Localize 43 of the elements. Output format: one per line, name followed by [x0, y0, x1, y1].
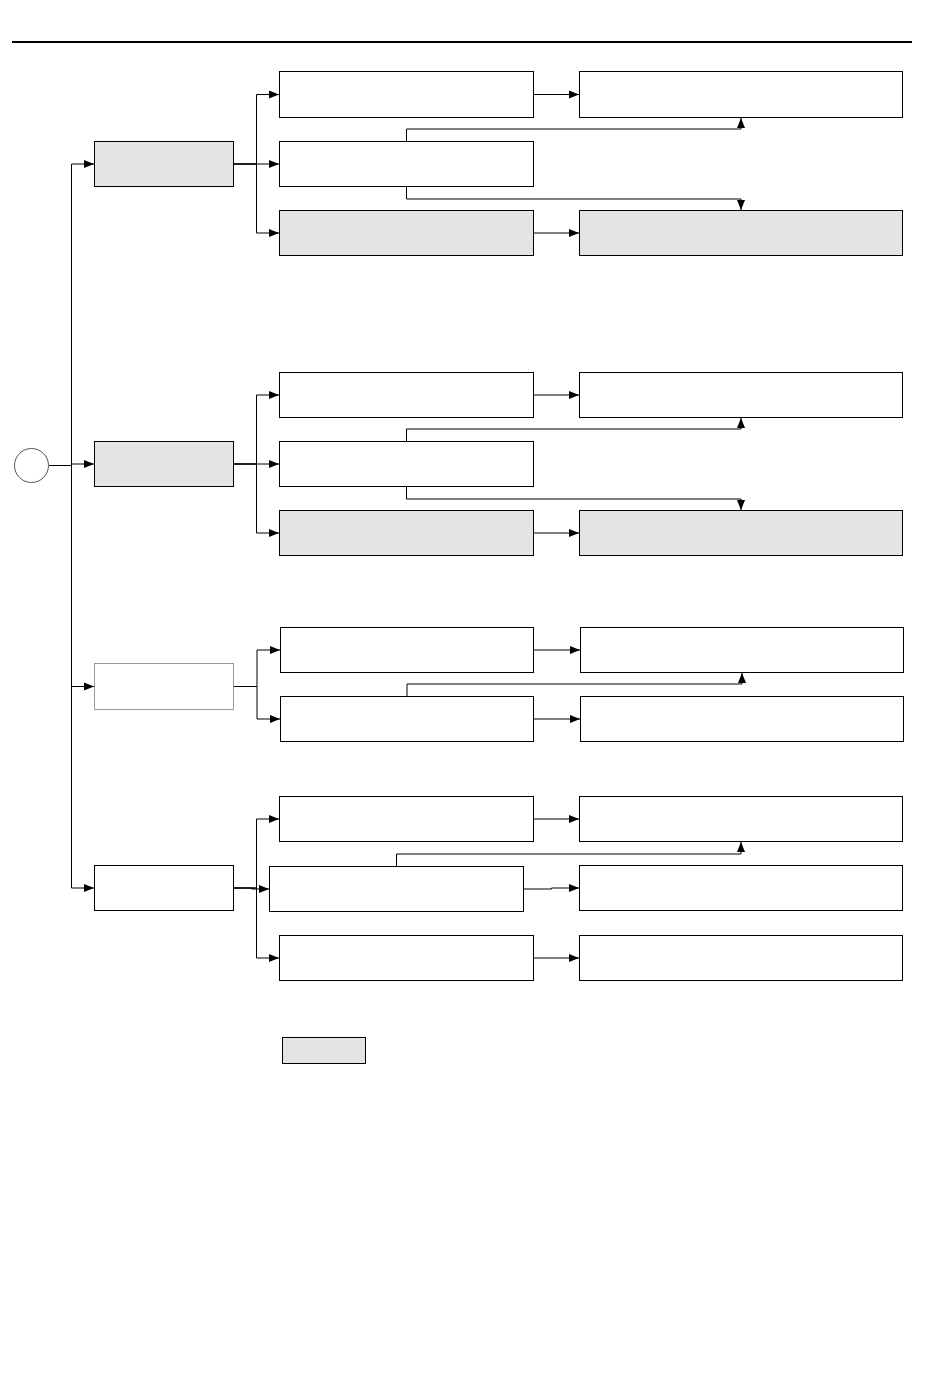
process-box — [280, 696, 534, 742]
arrow — [533, 229, 580, 237]
process-box — [94, 865, 234, 911]
arrow — [406, 672, 746, 697]
arrow — [406, 186, 745, 211]
process-box — [580, 627, 904, 673]
arrow — [233, 163, 280, 237]
process-box — [94, 141, 234, 187]
arrow — [406, 486, 745, 511]
process-box — [279, 510, 534, 556]
process-box — [579, 210, 903, 256]
arrow — [533, 815, 580, 823]
process-box — [94, 663, 234, 710]
arrow — [533, 646, 581, 654]
arrow — [406, 117, 745, 142]
process-box — [579, 71, 903, 118]
process-box — [94, 441, 234, 487]
arrow — [533, 715, 581, 723]
process-box — [579, 510, 903, 556]
process-box — [579, 865, 903, 911]
arrow — [406, 417, 745, 442]
process-box — [280, 627, 534, 673]
arrow — [533, 529, 580, 537]
arrow — [396, 841, 745, 867]
arrow — [533, 90, 580, 99]
arrow — [233, 887, 280, 962]
process-box — [282, 1037, 366, 1064]
process-box — [279, 372, 534, 418]
process-box — [579, 796, 903, 842]
process-box — [580, 696, 904, 742]
arrow — [523, 884, 580, 892]
process-box — [279, 935, 534, 981]
arrow — [533, 954, 580, 962]
arrow — [233, 463, 280, 537]
process-box — [579, 935, 903, 981]
arrow — [533, 391, 580, 399]
process-box — [279, 441, 534, 487]
process-box — [279, 210, 534, 256]
process-box — [279, 71, 534, 118]
process-box — [579, 372, 903, 418]
process-box — [279, 796, 534, 842]
process-box — [269, 866, 524, 912]
process-box — [279, 141, 534, 187]
